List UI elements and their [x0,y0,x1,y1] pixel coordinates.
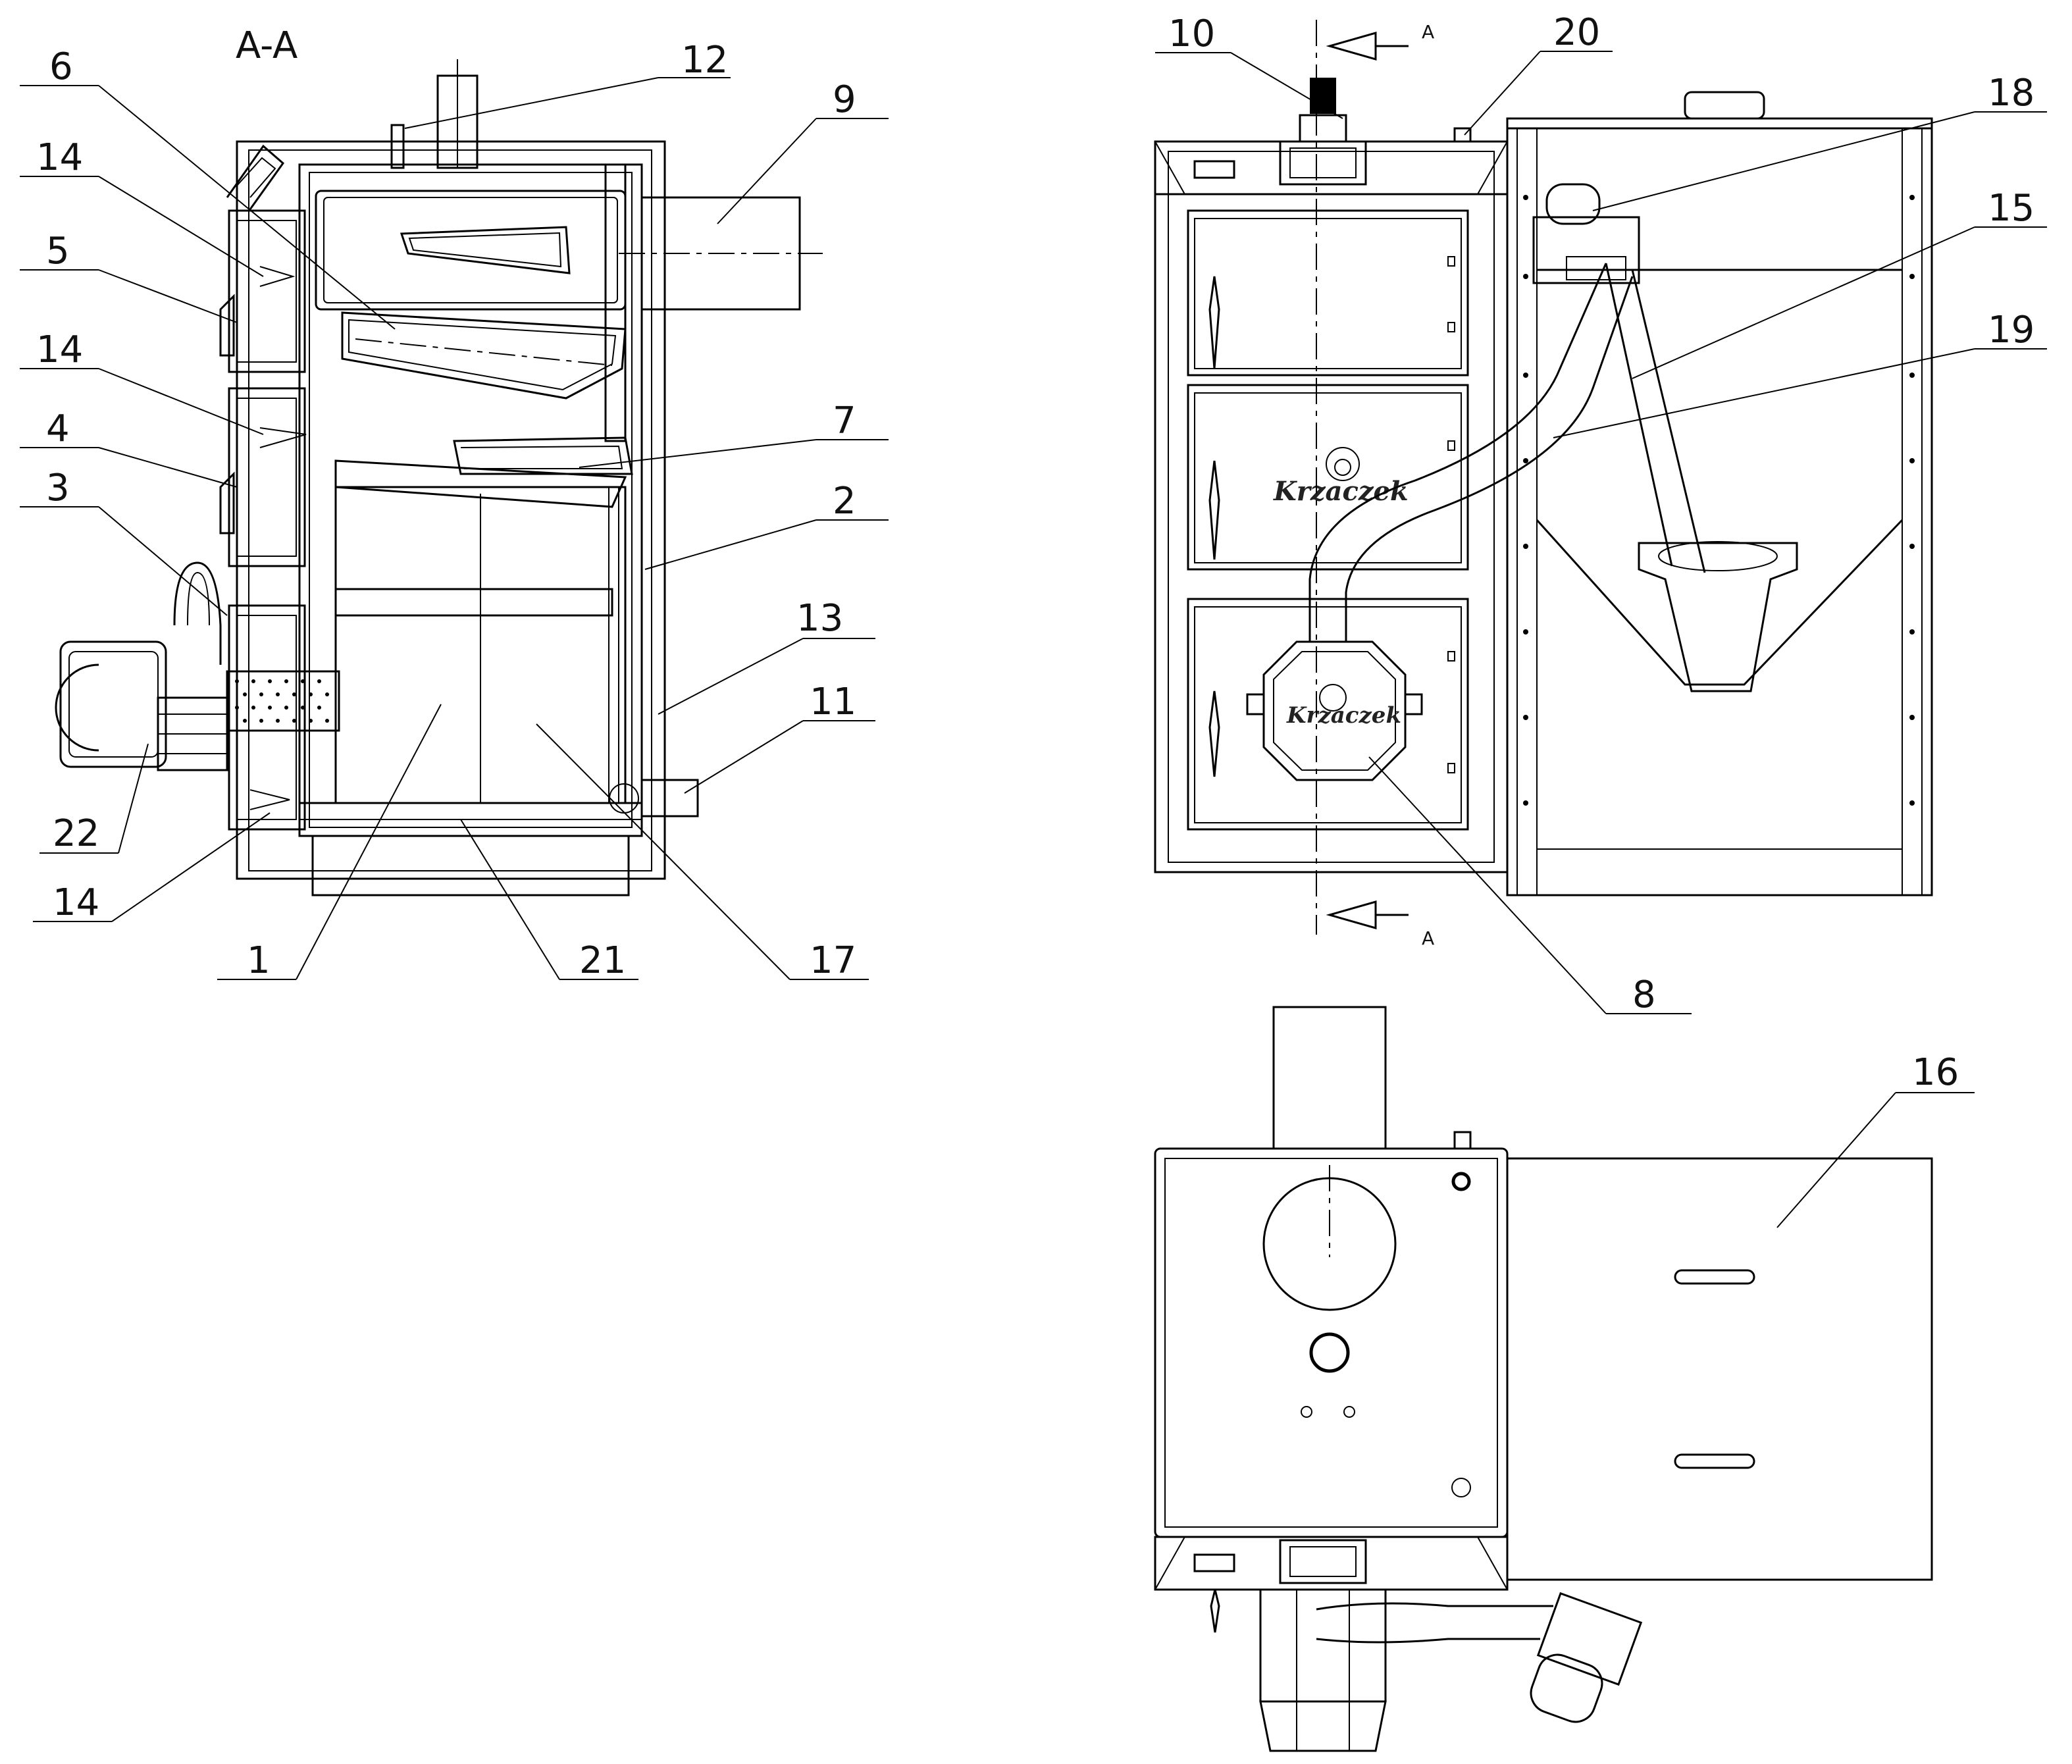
burner-below [1259,1588,1387,1703]
callout-6: 6 [49,45,73,88]
callout-21: 21 [579,939,626,982]
lower-door [228,604,306,831]
chimney-top [1272,1006,1387,1150]
callout-5: 5 [46,230,70,272]
callout-11: 11 [810,681,856,723]
front-callouts: 10 20 18 15 19 8 [1155,11,2047,1016]
callout-20: 20 [1553,11,1600,54]
section-title: A-A [236,24,298,67]
top-callouts: 16 [1776,1051,1975,1228]
section-marker-top: A [1422,21,1434,43]
front-view: Krzaczek Krzaczek [1154,20,1933,949]
callout-18: 18 [1988,72,2034,115]
water-jacket [298,163,643,837]
pellet-hopper [1506,117,1933,896]
callout-2: 2 [833,480,856,523]
top-view [1154,1006,1933,1752]
hopper-lid [1506,1157,1933,1581]
callout-14-mid: 14 [36,328,83,371]
middle-door [228,387,306,567]
section-callouts: 12 6 9 14 5 14 4 7 3 2 [20,39,889,982]
callout-14-top: 14 [36,136,83,179]
feeder-pipe [173,561,222,665]
upper-door [228,209,306,373]
front-lower-door [1187,598,1469,831]
callout-19: 19 [1988,309,2034,351]
svg-text:Krzaczek: Krzaczek [1286,702,1401,729]
callout-22: 22 [53,812,99,855]
callout-3: 3 [46,467,70,509]
callout-16: 16 [1912,1051,1959,1094]
callout-4: 4 [46,407,70,450]
callout-8: 8 [1632,973,1656,1016]
callout-15: 15 [1988,187,2034,230]
callout-17: 17 [810,939,856,982]
boiler-top [1154,1147,1509,1538]
section-view-a-a: A-A [55,24,823,896]
feeder-motor [1532,216,1640,284]
brand-logo: Krzaczek [1273,447,1409,507]
callout-9: 9 [833,78,856,121]
callout-12: 12 [681,39,728,82]
feeder-flexible-pipe [1308,263,1607,642]
callout-10: 10 [1168,13,1215,55]
callout-13: 13 [796,597,843,640]
front-upper-door [1187,209,1469,376]
return-connection [640,779,699,817]
boiler-front-body [1154,140,1509,873]
section-marker-bottom: A [1422,927,1434,949]
callout-1: 1 [247,939,271,982]
callout-7: 7 [833,400,856,442]
front-middle-door [1187,384,1469,571]
callout-14-bottom: 14 [53,881,99,924]
burner-motor [59,640,167,768]
